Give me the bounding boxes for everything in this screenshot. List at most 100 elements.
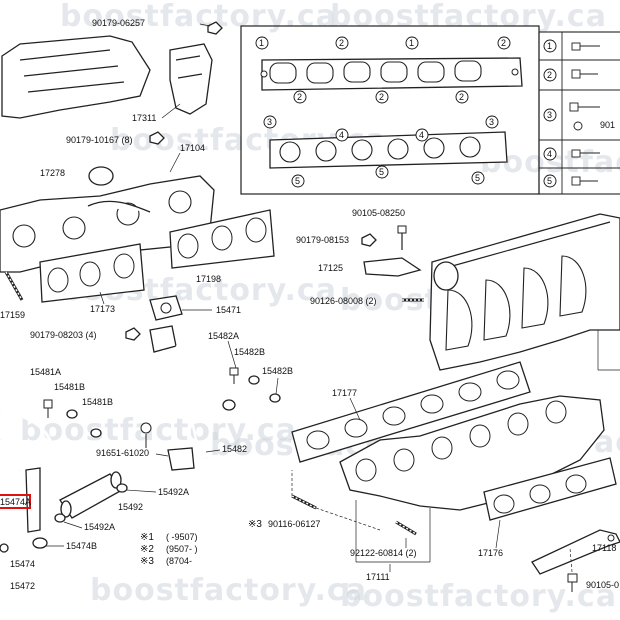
bracket-icon [363,257,422,277]
note-1-mark: ※1 [140,532,154,543]
watermark-text: boostfactory.ca [330,0,607,34]
bolt-icon [43,399,53,418]
lower-gasket [269,131,508,169]
svg-text:2: 2 [501,38,506,48]
label-90179-08153: 90179-08153 [296,235,349,245]
fastener-legend: 1 2 3 4 5 901 [538,31,620,195]
exhaust-gaskets [39,209,275,303]
svg-text:5: 5 [295,176,300,186]
svg-text:2: 2 [297,92,302,102]
label-15474a: 15474A [0,497,31,507]
note-3-callout: ※3 [248,519,262,530]
svg-text:1: 1 [409,38,414,48]
svg-text:4: 4 [339,130,344,140]
svg-text:2: 2 [547,70,552,80]
gasket-ring-icon [88,166,114,186]
label-15472: 15472 [10,581,35,591]
bolt-icon [567,573,578,592]
inset-callouts: 1 2 1 2 2 2 2 3 4 4 3 5 5 5 [255,36,511,188]
intake-gasket [291,361,531,463]
nut-icon [361,233,377,247]
note-2-mark: ※2 [140,544,154,555]
label-90116-06127: 90116-06127 [268,519,320,529]
bolt-icon [569,42,600,186]
watermark-text: boostfactory.ca [340,579,617,614]
label-17177: 17177 [332,388,357,398]
nut-icon [207,21,223,35]
label-90105-08250: 90105-08250 [352,208,405,218]
washer-icon [66,409,78,419]
date-notes: ※1 ( -9507) ※2 (9507- ) ※3 (8704- [140,532,198,567]
label-17176: 17176 [478,548,503,558]
svg-text:5: 5 [475,173,480,183]
runner-gasket [483,457,617,521]
washer-icon [269,393,281,403]
washer-icon [248,375,260,385]
svg-text:1: 1 [547,41,552,51]
label-15482b-1: 15482B [234,347,265,357]
svg-text:1: 1 [259,38,264,48]
label-90179-10167: 90179-10167 (8) [66,135,133,145]
note-2-range: (9507- ) [166,544,198,554]
heat-insulator [1,35,213,119]
label-15482b-2: 15482B [262,366,293,376]
label-17311: 17311 [132,113,156,123]
label-15481b-1: 15481B [54,382,85,392]
clamp-icon [0,543,9,553]
label-17198: 17198 [196,274,221,284]
label-91651-61020: 91651-61020 [96,448,149,458]
label-15481a: 15481A [30,367,61,377]
svg-text:2: 2 [459,92,464,102]
nut-icon [125,327,141,341]
intake-manifold [429,213,620,371]
gasket-inset: 1 2 1 2 2 2 2 3 4 4 3 5 5 5 [240,25,540,195]
label-92122-60814: 92122-60814 (2) [350,548,417,558]
note-3-range: (8704- [166,556,192,566]
label-15492: 15492 [118,502,143,512]
label-90179-06257: 90179-06257 [92,18,145,28]
water-pipe [0,408,58,533]
label-15482a: 15482A [208,331,239,341]
stud-icon [4,271,24,301]
exhaust-manifold [0,175,215,273]
hose-clamp-icon [54,483,128,523]
upper-gasket [260,57,523,91]
label-17118: 17118 [592,543,616,553]
washer-icon [90,428,102,438]
label-15474b: 15474B [66,541,97,551]
clamp-icon [32,537,48,549]
label-17173: 17173 [90,304,115,314]
label-15474: 15474 [10,559,35,569]
label-17111: 17111 [366,572,390,582]
svg-text:2: 2 [379,92,384,102]
bolt-icon [140,422,152,448]
bolt-icon [397,225,407,250]
label-17159: 17159 [0,310,25,320]
egr-pipe [149,325,236,471]
label-15482: 15482 [222,444,247,454]
stud-icon [395,520,417,536]
highlight-box [0,494,31,509]
watermark-text: boostfactory.ca [60,0,337,34]
legend-part-stub: 901 [600,120,615,130]
label-90105: 90105-0 [586,580,619,590]
label-15492a-2: 15492A [84,522,115,532]
note-3-mark: ※3 [140,556,154,567]
svg-text:5: 5 [379,167,384,177]
label-17104: 17104 [180,143,205,153]
label-15471: 15471 [216,305,241,315]
label-17278: 17278 [40,168,65,178]
svg-text:2: 2 [339,38,344,48]
svg-text:3: 3 [547,110,552,120]
bolt-icon [229,367,239,384]
watermark-text: boostfactory.ca [20,413,297,448]
note-1-range: ( -9507) [166,532,198,542]
svg-text:3: 3 [489,117,494,127]
svg-text:4: 4 [547,149,552,159]
label-17125: 17125 [318,263,343,273]
svg-text:3: 3 [267,117,272,127]
label-90126-08008: 90126-08008 (2) [310,296,377,306]
stud-icon [291,494,317,510]
watermark-text: boostfactory.ca [90,573,367,608]
